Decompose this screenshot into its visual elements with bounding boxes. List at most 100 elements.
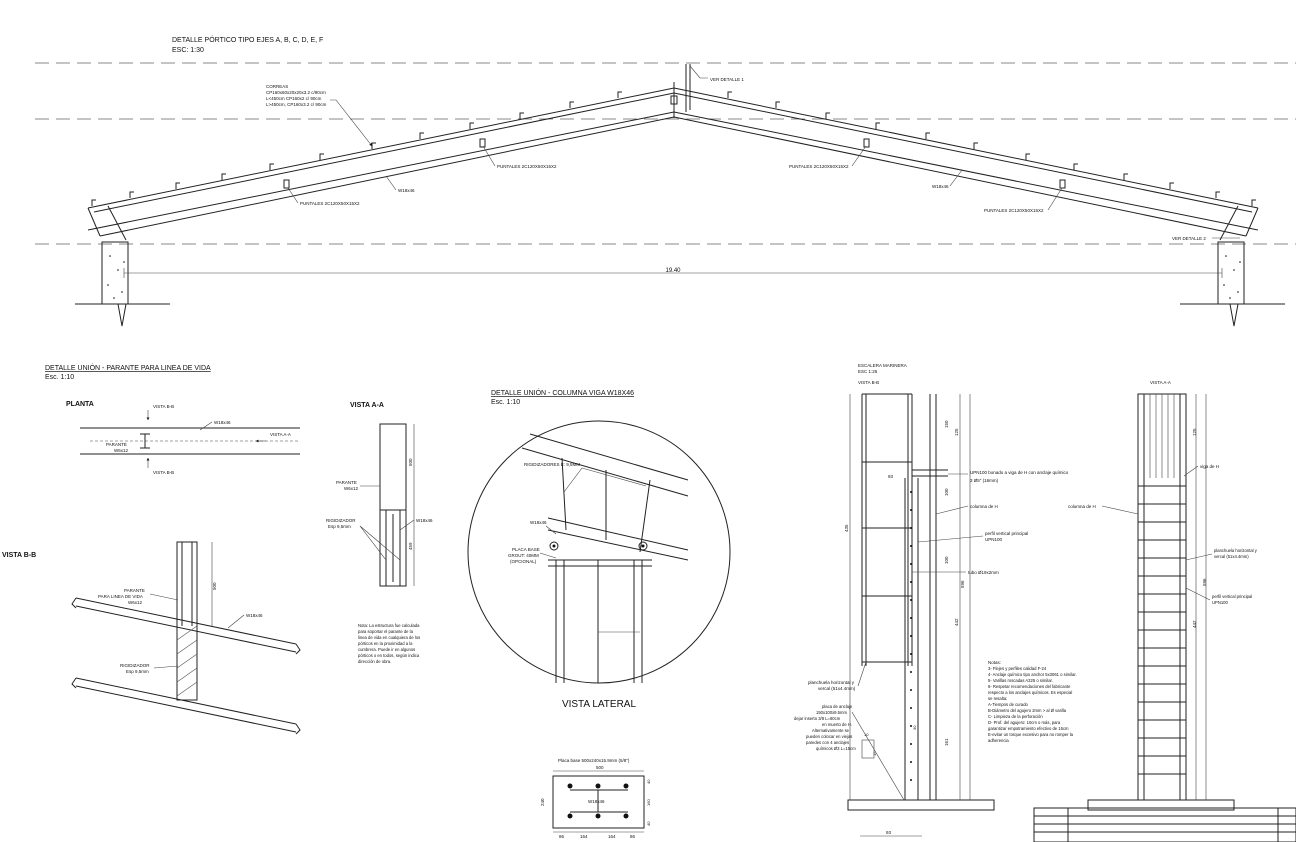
dim-459-aa: 459 <box>408 542 413 550</box>
dim-93-top: 93 <box>888 474 894 479</box>
portal-detail: DETALLE PÓRTICO TIPO EJES A, B, C, D, E,… <box>35 35 1296 327</box>
pb-dim: 86 <box>630 834 636 839</box>
title-block <box>1033 807 1296 842</box>
vista-lateral-label: VISTA LATERAL <box>562 699 637 710</box>
rigidizadores-label: RIGIDIZADORES E: 9,5MM <box>524 462 580 467</box>
parante-nota: Nota: La estructura fue calculada <box>358 623 420 628</box>
ver-detalle-1: VER DETALLE 1 <box>710 77 744 82</box>
viga-h-label: viga de H <box>1200 464 1219 469</box>
parante-plan-label: W6x12 <box>114 448 129 453</box>
escalera-nota: A-Tiempos de curado <box>988 702 1029 707</box>
parante-nota: linea de vida en cualquiera de los <box>358 635 420 640</box>
placa-anclaje-label: dejar inserto 3/8 L=60cm <box>794 716 841 721</box>
pb-w18: W18x46 <box>588 799 605 804</box>
parante-aa-label: W6x12 <box>344 486 359 491</box>
parante-nota: pórticos o en todos, según indica <box>358 653 420 658</box>
w18-aa-label: W18x46 <box>416 518 433 523</box>
dim-500-aa: 500 <box>408 458 413 466</box>
escalera-nota: B-Diámetro del agujero 2mm > al Ø varill… <box>988 708 1067 713</box>
dim-100a: 100 <box>944 488 949 496</box>
leader <box>689 65 708 79</box>
leader <box>949 169 963 187</box>
placa-anclaje-label: químicos Ø3 L=15cm <box>816 746 856 751</box>
parante-aa-label: PARANTE <box>336 480 357 485</box>
upn-label: 3 Ø5" (16mm) <box>970 478 999 483</box>
escalera-side-view <box>847 393 995 811</box>
escalera-nota: D- Prof. del agujero: 10cm o más, para <box>988 720 1061 725</box>
dim-500-bb: 500 <box>212 582 217 590</box>
perfil-label: perfil vertical principal <box>985 531 1028 536</box>
dim-150: 150 <box>944 420 949 428</box>
parante-nota: cumbrera. Puede ir en algunos <box>358 647 415 652</box>
correas-label: CP160x60x20x20x3.2 c/90cm <box>266 90 326 95</box>
placa-anclaje-label: 150x100x9.5mm <box>816 710 847 715</box>
span-label: 19.40 <box>665 268 681 274</box>
placa-base-label: (OPCIONAL) <box>510 559 537 564</box>
escalera-nota: adherencia <box>988 738 1009 743</box>
ridge-connection <box>670 64 691 118</box>
parante-bb-label: PARA LINEA DE VIDA <box>98 594 143 599</box>
escalera-vista-aa: VISTA A-A <box>1150 380 1171 385</box>
escalera-nota: respecto a los anclajes químicos. Es esp… <box>988 690 1072 695</box>
dim-596-right: 596 <box>1202 578 1207 586</box>
rafter-right <box>673 87 1259 241</box>
upn-label: UPN100 bonado a viga de H con anclaje qu… <box>970 470 1069 475</box>
pb-dim: 160 <box>646 799 651 806</box>
parante-detail: DETALLE UNIÓN - PARANTE PARA LINEA DE VI… <box>2 363 433 735</box>
escalera-detail: ESCALERA MARINERA ESC 1:25 VISTA B-B VIS… <box>794 363 1258 837</box>
rigidizador-bb-label: Esp 9,5mm <box>126 669 149 674</box>
dim-596: 596 <box>960 580 965 588</box>
dim-100b: 100 <box>944 556 949 564</box>
leader <box>1047 187 1063 211</box>
columna-scale: Esc. 1:10 <box>491 399 520 406</box>
leader <box>482 145 496 167</box>
columna-detail: DETALLE UNIÓN - COLUMNA VIGA W18X46 Esc.… <box>467 388 731 839</box>
correas-label: L>450cm, CP160x3.2 c/ 90cm <box>266 102 327 107</box>
placa-anclaje-label: Alternativamente se <box>812 728 850 733</box>
rafter-left <box>87 87 675 241</box>
leader <box>287 187 299 204</box>
parante-bb-label: W6x12 <box>128 600 143 605</box>
escalera-vista-bb: VISTA B-B <box>858 380 879 385</box>
dim-442: 442 <box>954 618 959 626</box>
dim-30: 30 <box>912 725 917 730</box>
column-right <box>1180 241 1285 327</box>
escalera-nota: 5- Varillas roscadas A325 o similar. <box>988 678 1053 683</box>
dim-161: 161 <box>944 738 949 746</box>
beam-in-circle <box>521 433 689 561</box>
stiffener-hatch <box>176 625 198 697</box>
planta-title: PLANTA <box>66 401 94 408</box>
parante-plan-label: PARANTE <box>106 442 127 447</box>
escalera-nota: 3- Flejes y perfiles calidad F-24 <box>988 666 1047 671</box>
rigidizador-bb-label: RIGIDIZADOR <box>120 663 150 668</box>
puntales-label: PUNTALES 2C120X50X15X2 <box>497 164 557 169</box>
parante-title: DETALLE UNIÓN - PARANTE PARA LINEA DE VI… <box>45 363 211 372</box>
perfil-label: UPN100 <box>985 537 1003 542</box>
pb-dim: 164 <box>608 834 616 839</box>
planchuela-label: vercal (51x4.4mm) <box>818 686 856 691</box>
column-left <box>75 241 170 327</box>
escalera-title: ESCALERA MARINERA <box>858 363 907 368</box>
leader <box>330 99 373 147</box>
purlins <box>91 91 1256 206</box>
perfil-right: perfil vertical principal <box>1212 594 1252 599</box>
placa-anclaje-label: placa de anclaje <box>822 704 853 709</box>
brace-mark <box>479 138 486 148</box>
puntales-label: PUNTALES 2C120X50X15X2 <box>984 208 1044 213</box>
placa-anclaje-label: paredes con 4 anclajes <box>806 740 849 745</box>
pb-dim: 164 <box>580 834 588 839</box>
planchuela-label: planchuela horizontal y <box>808 680 855 685</box>
portal-scale: ESC: 1:30 <box>172 47 204 54</box>
placa-base-label: GROUT: 40MM <box>508 553 539 558</box>
escalera-nota: C- Limpieza de la perforación <box>988 714 1043 719</box>
vista-bb-arrow-bottom: VISTA B-B <box>153 470 174 475</box>
vista-bb-title: VISTA B-B <box>2 552 36 559</box>
tubo-label: tubo Ø19x2mm <box>968 570 999 575</box>
pb-dim: 86 <box>559 834 565 839</box>
escalera-nota: E-evitar un torque excesivo para no romp… <box>988 732 1074 737</box>
brace-mark <box>283 179 290 189</box>
pb-width: 500 <box>596 765 604 770</box>
escalera-nota: 4- Anclaje químico tipo anchor 5x3061 o … <box>988 672 1077 677</box>
puntales-label: PUNTALES 2C120X50X15X2 <box>300 201 360 206</box>
vista-aa-title: VISTA A-A <box>350 402 384 409</box>
